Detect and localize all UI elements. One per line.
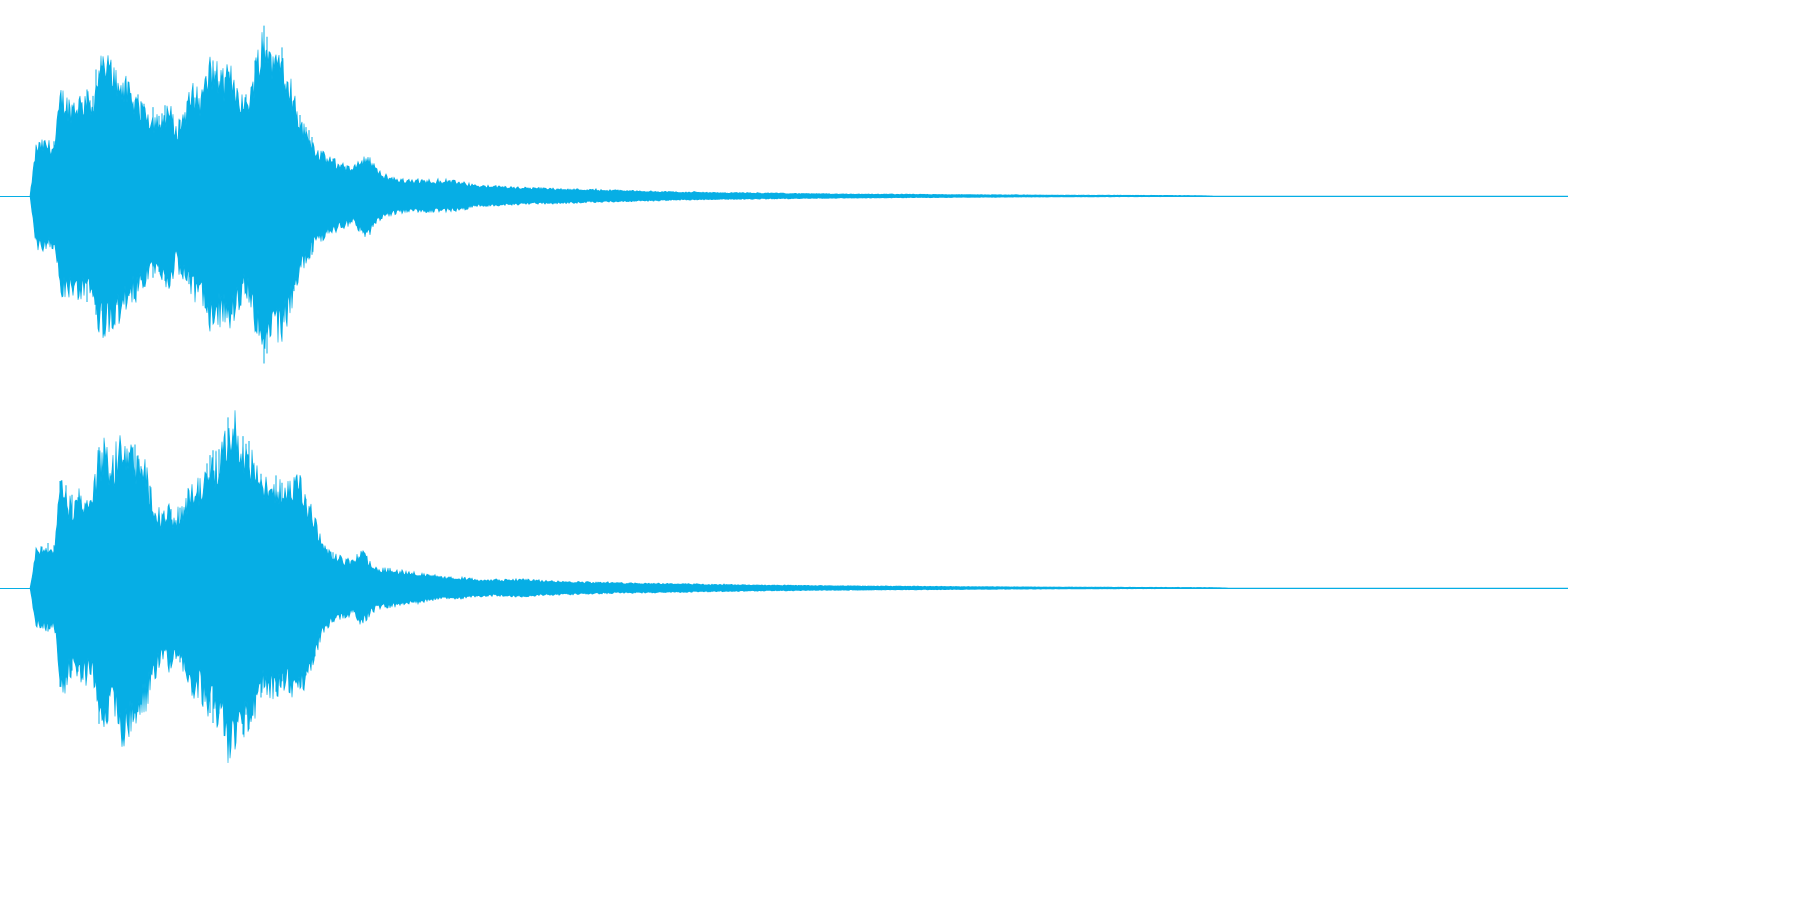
waveform-canvas[interactable] bbox=[0, 0, 1568, 784]
channel-right-track[interactable] bbox=[0, 410, 1568, 764]
channel-left-waveform bbox=[29, 32, 1568, 349]
channel-left-track[interactable] bbox=[0, 25, 1568, 364]
channel-right-waveform bbox=[29, 410, 1568, 764]
waveform-view[interactable] bbox=[0, 0, 1568, 784]
